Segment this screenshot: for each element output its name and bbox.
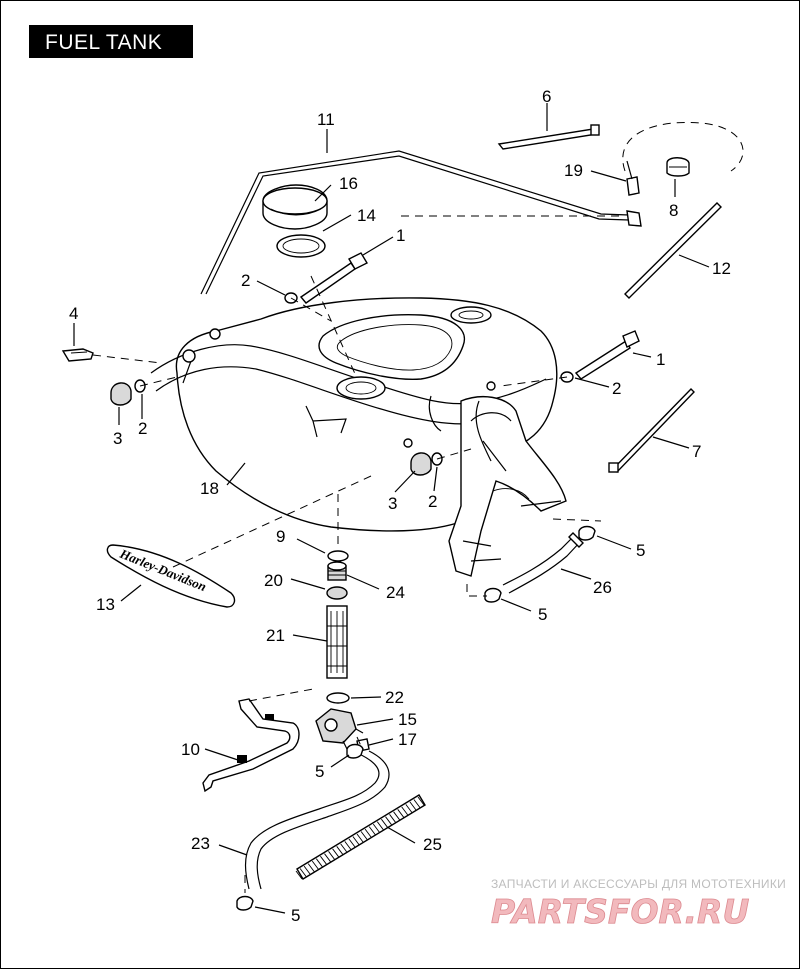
callout-13: 13 — [96, 595, 115, 614]
watermark-logo: PARTSFOR.RU — [491, 892, 749, 931]
callout-2-left: 2 — [138, 419, 147, 438]
callout-23: 23 — [191, 834, 210, 853]
fuel-tank-part — [150, 297, 567, 577]
part-1-bolt-upper — [299, 262, 356, 304]
callout-5-middle: 5 — [538, 605, 547, 624]
callout-21: 21 — [266, 626, 285, 645]
part-15-petcock — [315, 708, 364, 754]
part-6-head — [590, 124, 600, 136]
callout-2-lower: 2 — [428, 492, 437, 511]
callout-5-right: 5 — [636, 541, 645, 560]
callout-9: 9 — [276, 527, 285, 546]
part-22-o-ring — [326, 692, 350, 704]
emblem-text: Harley-Davidson — [117, 545, 209, 594]
diagram-title: FUEL TANK — [45, 31, 162, 54]
callout-17: 17 — [398, 730, 417, 749]
part-10-lever — [202, 698, 300, 793]
callout-24: 24 — [386, 583, 405, 602]
callout-20: 20 — [264, 571, 283, 590]
callout-26: 26 — [593, 578, 612, 597]
callout-1-upper: 1 — [396, 226, 405, 245]
callout-labels: 11 6 19 8 16 14 1 2 4 12 1 2 3 2 7 18 3 … — [69, 87, 731, 925]
callout-8: 8 — [669, 201, 678, 220]
callout-6: 6 — [542, 87, 551, 106]
leader-lines — [73, 103, 710, 914]
part-9-o-ring — [327, 550, 349, 562]
assembly-dashed-lines — [92, 215, 621, 893]
part-5-clamp-b — [484, 587, 502, 603]
callout-3-left: 3 — [113, 429, 122, 448]
callout-7: 7 — [692, 442, 701, 461]
part-6-cable-strap — [497, 128, 599, 150]
callout-25: 25 — [423, 835, 442, 854]
part-13-emblem: Harley-Davidson — [106, 544, 236, 608]
callout-10: 10 — [181, 740, 200, 759]
part-20-nut — [326, 586, 348, 600]
part-5-clamp-c — [346, 743, 364, 759]
title-box — [29, 25, 193, 58]
callout-11: 11 — [317, 110, 335, 129]
part-19-fitting — [626, 176, 640, 196]
part-5-clamp-d — [236, 895, 254, 911]
part-12-rod — [624, 202, 722, 299]
part-21-strainer — [326, 605, 348, 679]
callout-15: 15 — [398, 710, 417, 729]
callout-2-upper: 2 — [241, 271, 250, 290]
part-7-head — [608, 462, 619, 473]
callout-1-lower: 1 — [656, 350, 665, 369]
part-11-vent-line — [200, 150, 630, 295]
part-4-clip — [61, 348, 94, 362]
callout-2-right: 2 — [612, 379, 621, 398]
part-1-bolt-lower — [574, 340, 631, 380]
part-26-hose — [502, 534, 582, 594]
callout-5-bottom: 5 — [291, 906, 300, 925]
part-14-gasket — [276, 234, 326, 258]
callout-3-right: 3 — [388, 494, 397, 513]
watermark-caption: ЗАПЧАСТИ И АКСЕССУАРЫ ДЛЯ МОТОТЕХНИКИ — [491, 877, 786, 891]
callout-18: 18 — [200, 479, 219, 498]
part-24-adapter — [327, 561, 347, 581]
callout-5-petcock: 5 — [315, 762, 324, 781]
part-7-strap — [611, 388, 695, 473]
callout-12: 12 — [712, 259, 731, 278]
part-5-clamp-a — [578, 525, 596, 541]
part-25-spring — [295, 794, 426, 880]
part-3-nut-left — [110, 382, 132, 406]
callout-16: 16 — [339, 174, 358, 193]
part-11-fitting — [626, 210, 642, 227]
callout-22: 22 — [385, 688, 404, 707]
callout-4: 4 — [69, 304, 78, 323]
callout-19: 19 — [564, 161, 583, 180]
callout-14: 14 — [357, 206, 376, 225]
part-16-fuel-cap — [262, 184, 328, 230]
